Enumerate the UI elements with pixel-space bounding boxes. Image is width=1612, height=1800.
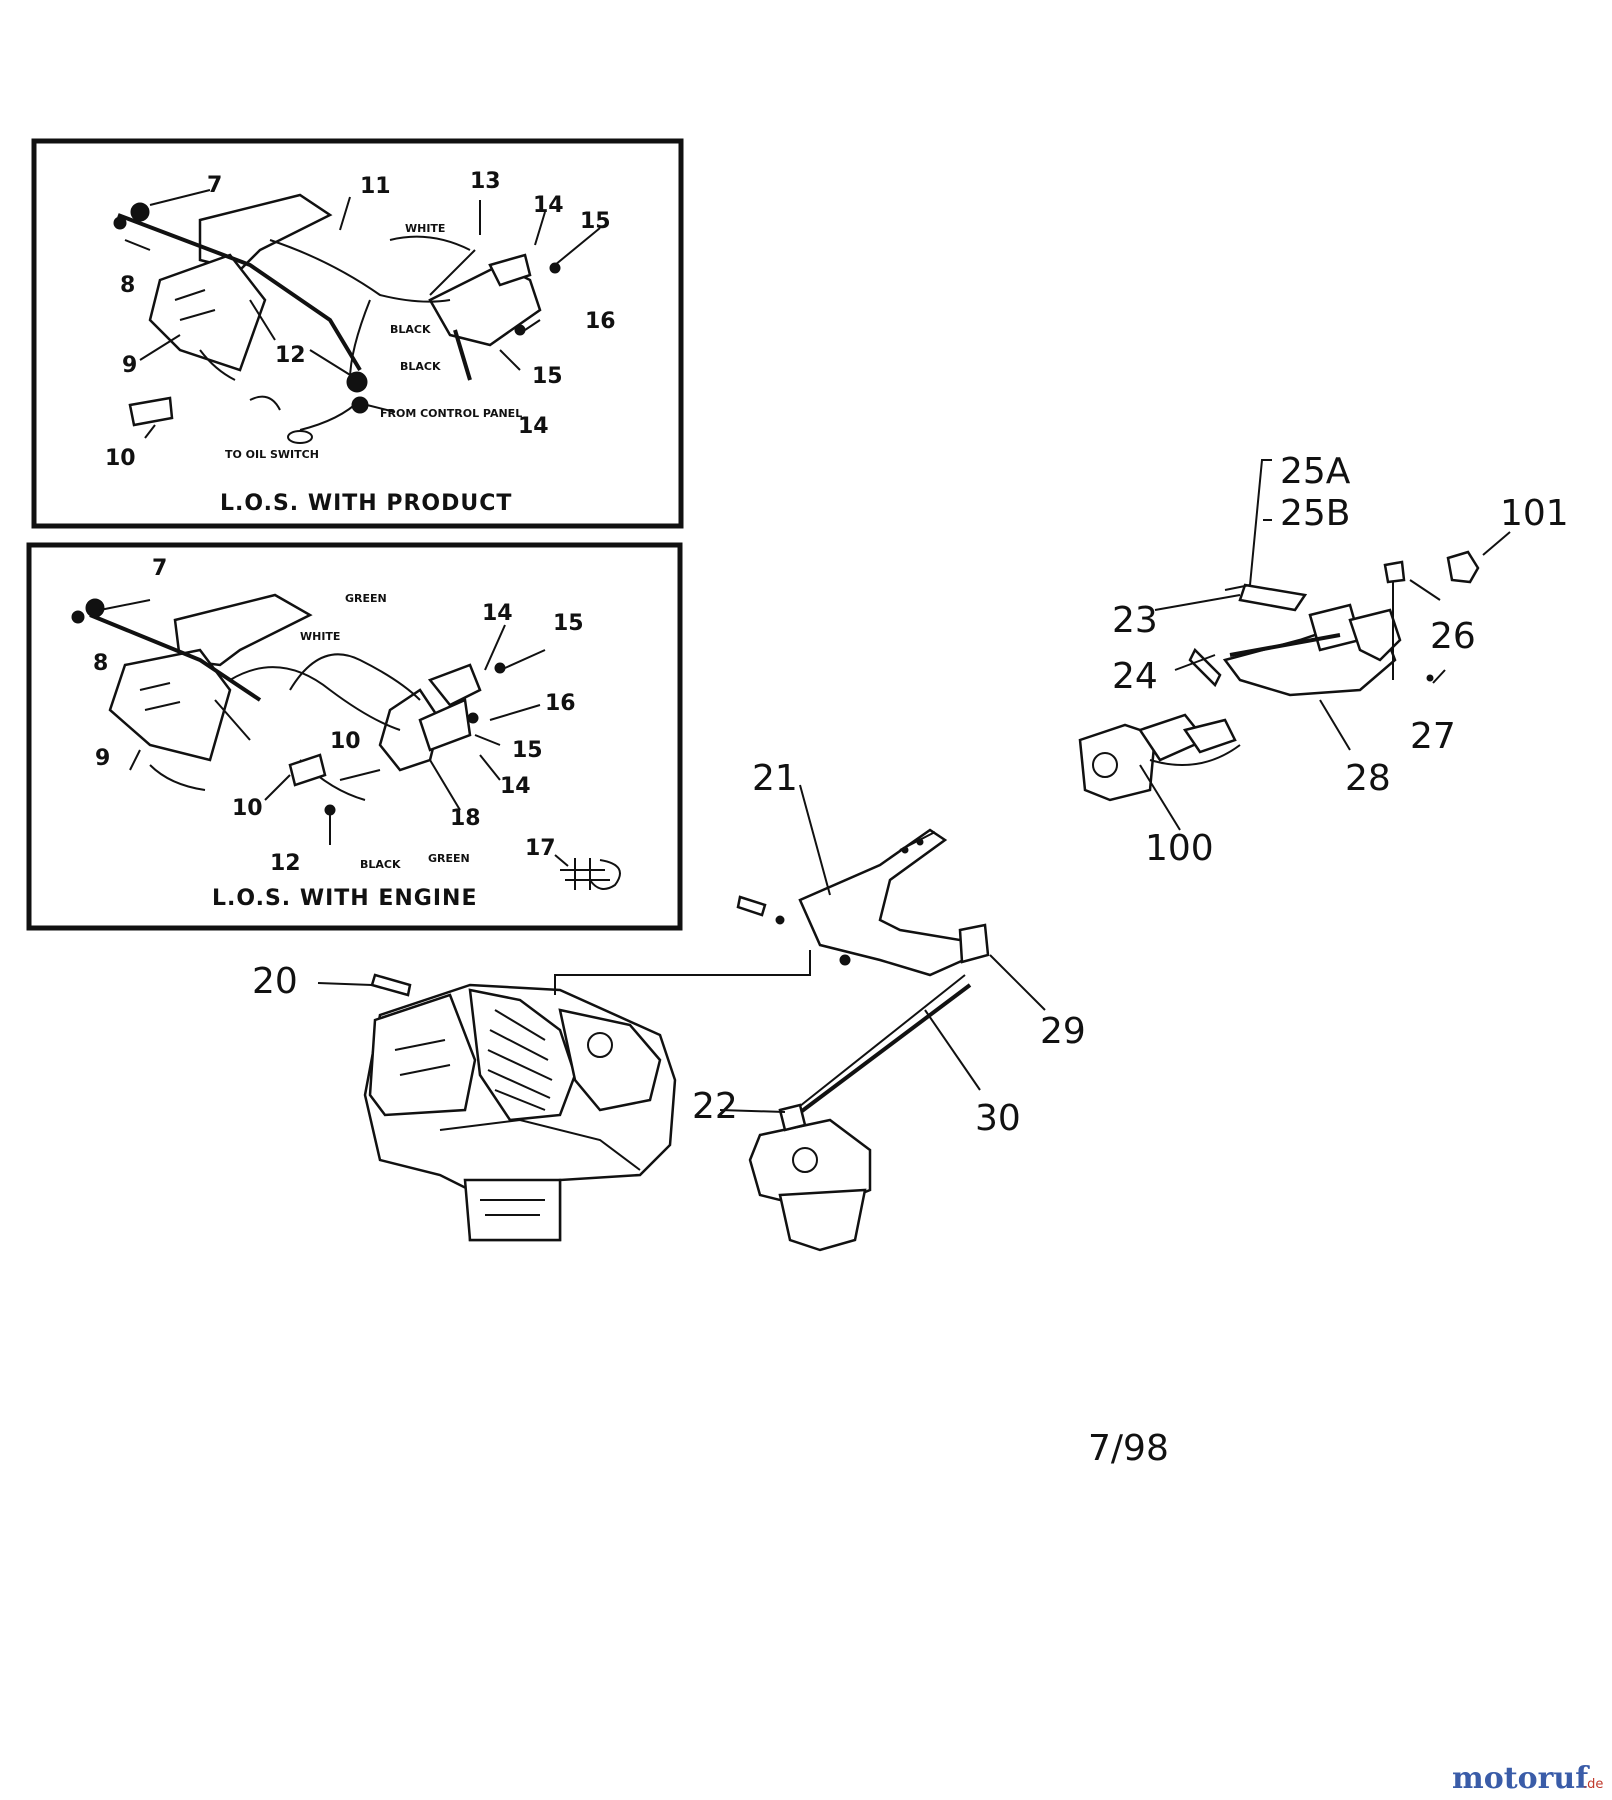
label-8-b: 8 [93,651,108,676]
label-14-d: 14 [500,774,531,799]
label-7-b: 7 [152,556,167,581]
label-7: 7 [207,173,222,198]
label-16: 16 [585,309,616,334]
label-15-b: 15 [532,364,563,389]
switch-assembly [1078,713,1241,831]
label-9: 9 [122,353,137,378]
label-13: 13 [470,169,501,194]
control-bracket-assembly [1154,459,1511,751]
wire-label-to-oil-switch: TO OIL SWITCH [225,448,319,461]
engine-assembly [317,950,811,1242]
callout-27: 27 [1410,716,1456,757]
label-18: 18 [450,806,481,831]
callout-21: 21 [752,758,798,799]
wire-label-green: GREEN [345,592,387,605]
label-16-b: 16 [545,691,576,716]
label-12-b: 12 [270,851,301,876]
panel-caption-product: L.O.S. WITH PRODUCT [220,491,512,516]
callout-25b: 25B [1280,493,1351,534]
callout-25a: 25A [1280,451,1351,492]
label-15-c: 15 [553,611,584,636]
throttle-bracket [736,784,1046,1011]
label-10: 10 [105,446,136,471]
panel-los-with-product: WHITE BLACK BLACK FROM CONTROL PANEL TO … [31,138,684,529]
label-15-d: 15 [512,738,543,763]
label-17: 17 [525,836,556,861]
callout-101: 101 [1500,493,1569,534]
wire-label-black-2: BLACK [400,360,441,373]
date-code: 7/98 [1088,1428,1169,1469]
label-14-b: 14 [518,414,549,439]
label-11: 11 [360,174,391,199]
label-14-c: 14 [482,601,513,626]
label-10-c: 10 [330,729,361,754]
label-8: 8 [120,273,135,298]
wire-label-green-2: GREEN [428,852,470,865]
label-12: 12 [275,343,306,368]
callout-28: 28 [1345,758,1391,799]
callout-23: 23 [1112,600,1158,641]
callout-100: 100 [1145,828,1214,869]
wire-label-black: BLACK [390,323,431,336]
label-15: 15 [580,209,611,234]
watermark-logo: motoruf .de [1452,1761,1603,1796]
callout-22: 22 [692,1086,738,1127]
watermark-suffix: .de [1583,1777,1603,1792]
callout-24: 24 [1112,656,1158,697]
callout-29: 29 [1040,1011,1086,1052]
wire-label-white: WHITE [405,222,445,235]
wire-label-white-2: WHITE [300,630,340,643]
panel-los-with-engine: GREEN WHITE BLACK GREEN 7 8 9 10 10 12 1… [26,542,683,931]
carburetor-assembly [719,974,981,1252]
watermark-text: motoruf [1452,1761,1590,1796]
panel-caption-engine: L.O.S. WITH ENGINE [212,886,477,911]
label-14: 14 [533,193,564,218]
label-9-b: 9 [95,746,110,771]
callout-26: 26 [1430,616,1476,657]
wire-label-from-control-panel: FROM CONTROL PANEL [380,407,522,420]
wire-label-black-3: BLACK [360,858,401,871]
label-10-b: 10 [232,796,263,821]
callout-20: 20 [252,961,298,1002]
callout-30: 30 [975,1098,1021,1139]
